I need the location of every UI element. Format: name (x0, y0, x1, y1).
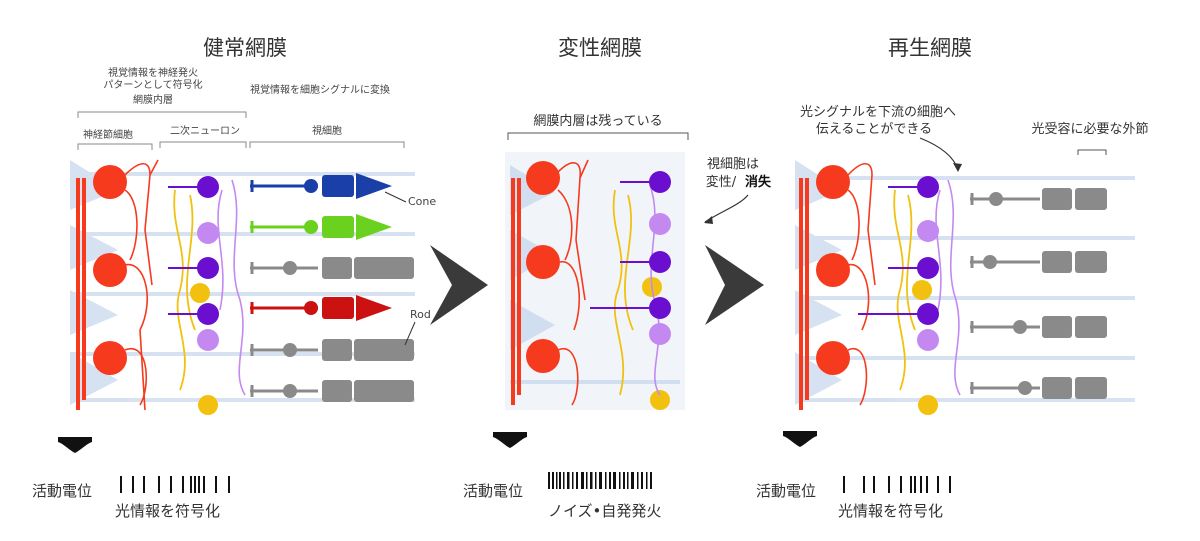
potential-label-regenerated: 活動電位 (756, 482, 816, 500)
panel-degenerate: 変性網膜 網膜内層は残っている 視細胞は 変性/ 消失 (463, 36, 772, 520)
label-signal-line2: 伝えることができる (816, 122, 932, 137)
amacrine-stems-3 (858, 186, 918, 315)
cone-blue (250, 173, 392, 199)
bipolar-processes-3 (935, 179, 961, 396)
horizontal-cells (190, 283, 218, 415)
label-signal-line1: 光シグナルを下流の細胞へ (800, 105, 956, 120)
ganglion-dendrites-2 (557, 159, 589, 406)
amacrine-stems (168, 186, 198, 315)
spike-train-icon (120, 476, 230, 493)
rod-pointer (404, 321, 416, 346)
panel-title-healthy: 健常網膜 (203, 36, 287, 60)
caption-healthy: 光情報を符号化 (115, 502, 220, 520)
label-photo-line2b: 消失 (745, 174, 772, 190)
down-arrow-icon-2 (493, 432, 527, 448)
caption-degenerate: ノイズ•自発発火 (548, 502, 661, 520)
bracket-inner-layer (77, 111, 247, 118)
signal-pointer (919, 137, 959, 171)
amacrine-cells (197, 176, 219, 325)
rod-2 (250, 339, 414, 361)
label-photo-line1: 視細胞は (707, 157, 759, 172)
bipolar-cells-3 (917, 220, 939, 351)
bracket-secondary (159, 141, 247, 148)
ganglion-cell-2 (93, 253, 127, 287)
rod-1 (250, 257, 414, 279)
bracket-ganglion (77, 143, 153, 150)
label-ganglion: 神経節細胞 (83, 128, 133, 141)
regen-rod-2 (970, 251, 1107, 273)
rod-3 (250, 380, 414, 402)
chevron-right-icon (430, 245, 488, 325)
label-inner-line2: パターンとして符号化 (103, 78, 202, 91)
label-cone: Cone (408, 195, 436, 208)
label-rod: Rod (410, 308, 431, 321)
bracket-photoreceptor (249, 141, 405, 148)
bipolar-processes (217, 179, 246, 396)
bipolar-cells-2 (649, 213, 671, 345)
label-inner-line1: 視覚情報を神経発火 (108, 66, 198, 79)
ganglion-axons (76, 178, 86, 410)
regen-rod-4 (970, 377, 1107, 399)
chevron-right-icon-2 (705, 245, 764, 325)
signal-pointer-head (953, 163, 962, 172)
horizontal-cells-3 (912, 280, 938, 415)
amacrine-stems-2 (590, 181, 650, 309)
cone-green (250, 214, 392, 240)
amacrine-cells-2 (649, 171, 671, 319)
label-photo-line2a: 変性/ (706, 174, 737, 190)
regen-rod-1 (970, 188, 1107, 210)
ganglion-cells (93, 165, 127, 375)
ganglion-dendrites-3 (847, 162, 876, 406)
panel-title-regenerated: 再生網膜 (888, 36, 972, 60)
spike-train-icon-3 (843, 476, 951, 493)
panel-title-degenerate: 変性網膜 (558, 36, 642, 60)
amacrine-cells-3 (917, 176, 939, 325)
horizontal-processes-2 (612, 189, 634, 396)
down-arrow-icon-3 (783, 431, 817, 447)
label-secondary: 二次ニューロン (170, 124, 240, 137)
potential-label-healthy: 活動電位 (32, 482, 92, 500)
ganglion-axons-3 (799, 178, 809, 410)
potential-label-degenerate: 活動電位 (463, 482, 523, 500)
panel-healthy: 健常網膜 視覚情報を神経発火 パターンとして符号化 網膜内層 視覚情報を細胞シグ… (32, 36, 436, 520)
ganglion-cell-1 (93, 165, 127, 199)
bipolar-cells (197, 222, 219, 351)
ganglion-cells-3 (816, 165, 850, 375)
caption-regenerated: 光情報を符号化 (838, 502, 943, 520)
label-inner-remains: 網膜内層は残っている (533, 113, 662, 129)
ganglion-dendrites (124, 159, 159, 411)
spike-train-icon-2 (548, 472, 652, 489)
label-inner-layer: 網膜内層 (133, 93, 173, 106)
photo-pointer-head (704, 216, 713, 224)
regen-rod-3 (970, 316, 1107, 338)
label-photoreceptor: 視細胞 (312, 124, 342, 137)
cone-pointer (384, 191, 407, 203)
label-outer-segment: 光受容に必要な外節 (1031, 121, 1148, 137)
ganglion-axons-2 (511, 178, 521, 405)
label-transduce: 視覚情報を細胞シグナルに変換 (250, 83, 390, 96)
bracket-inner-remains (507, 132, 689, 140)
ganglion-cell-3 (93, 341, 127, 375)
bracket-outer-segment (1077, 149, 1107, 155)
down-arrow-icon (58, 437, 92, 453)
panel-regenerated: 再生網膜 光シグナルを下流の細胞へ 伝えることができる 光受容に必要な外節 (756, 36, 1149, 520)
cone-red (250, 295, 392, 321)
ganglion-cells-2 (526, 161, 560, 373)
